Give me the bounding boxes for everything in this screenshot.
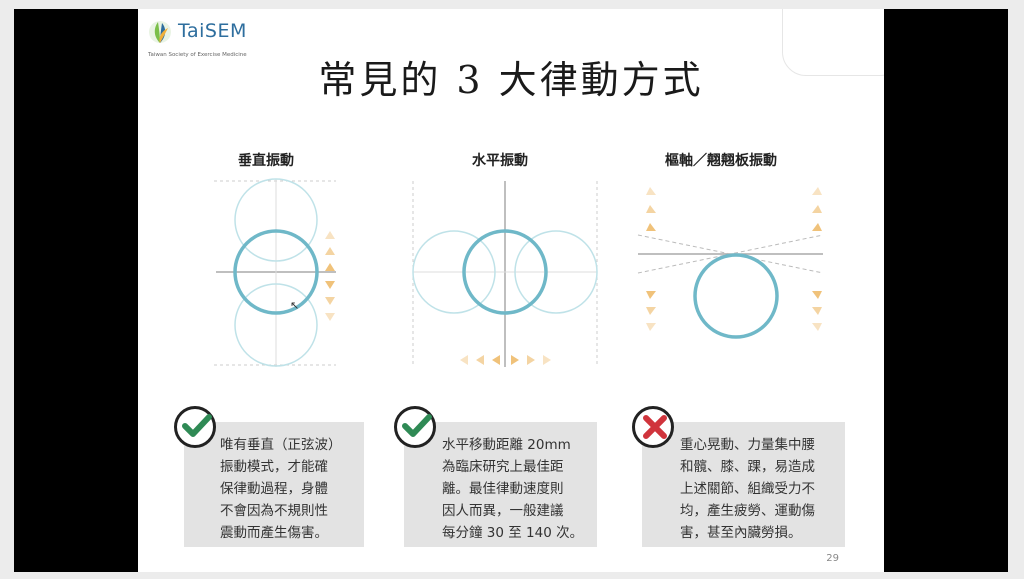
box-line: 離。最佳律動速度則 — [442, 481, 564, 497]
corner-decoration — [782, 9, 884, 76]
box-line: 保律動過程，身體 — [220, 481, 328, 497]
vertical-vibration-diagram — [214, 178, 336, 367]
cross-icon — [643, 415, 667, 439]
box-line: 和髖、膝、踝，易造成 — [680, 459, 815, 475]
presentation-slide: TaiSEM Taiwan Society of Exercise Medici… — [138, 9, 884, 572]
box-line: 上述關節、組織受力不 — [680, 481, 815, 497]
box-line: 均，產生疲勞、運動傷 — [680, 503, 815, 519]
page-number: 29 — [826, 553, 839, 564]
diagram-title-vertical: 垂直振動 — [238, 153, 294, 169]
box-line: 為臨床研究上最佳距 — [442, 459, 564, 475]
box-line: 害，甚至內臟勞損。 — [680, 525, 802, 541]
check-icon — [182, 414, 212, 437]
info-box-pivot: 重心晃動、力量集中腰 和髖、膝、踝，易造成 上述關節、組織受力不 均，產生疲勞、… — [642, 422, 845, 547]
box-line: 重心晃動、力量集中腰 — [680, 437, 815, 453]
vibration-diagrams — [214, 178, 824, 367]
info-box-vertical: 唯有垂直（正弦波） 振動模式，才能確 保律動過程，身體 不會因為不規則性 震動而… — [184, 422, 364, 547]
check-icon — [402, 414, 432, 437]
mouse-cursor-icon: ↖ — [290, 299, 300, 312]
logo-name: TaiSEM — [178, 20, 247, 42]
slide-title: 常見的 3 大律動方式 — [318, 58, 704, 102]
box-line: 因人而異，一般建議 — [442, 503, 564, 519]
check-badge — [394, 406, 436, 448]
horizontal-vibration-diagram — [412, 181, 598, 367]
logo-subtitle: Taiwan Society of Exercise Medicine — [148, 52, 247, 58]
box-line: 唯有垂直（正弦波） — [220, 437, 342, 453]
box-line: 每分鐘 30 至 140 次。 — [442, 525, 584, 541]
left-letterbox — [14, 9, 138, 572]
diagram-title-pivot: 樞軸／翹翹板振動 — [665, 153, 777, 169]
logo-leaf-icon — [149, 21, 171, 43]
pivot-vibration-diagram — [637, 187, 824, 339]
box-line: 震動而產生傷害。 — [220, 525, 328, 541]
info-box-horizontal: 水平移動距離 20mm 為臨床研究上最佳距 離。最佳律動速度則 因人而異，一般建… — [404, 422, 597, 547]
diagram-title-horizontal: 水平振動 — [472, 153, 528, 169]
check-badge — [174, 406, 216, 448]
box-line: 水平移動距離 20mm — [442, 437, 571, 453]
box-line: 不會因為不規則性 — [220, 503, 328, 519]
cross-badge — [632, 406, 674, 448]
box-line: 振動模式，才能確 — [220, 459, 328, 475]
right-letterbox — [884, 9, 1008, 572]
